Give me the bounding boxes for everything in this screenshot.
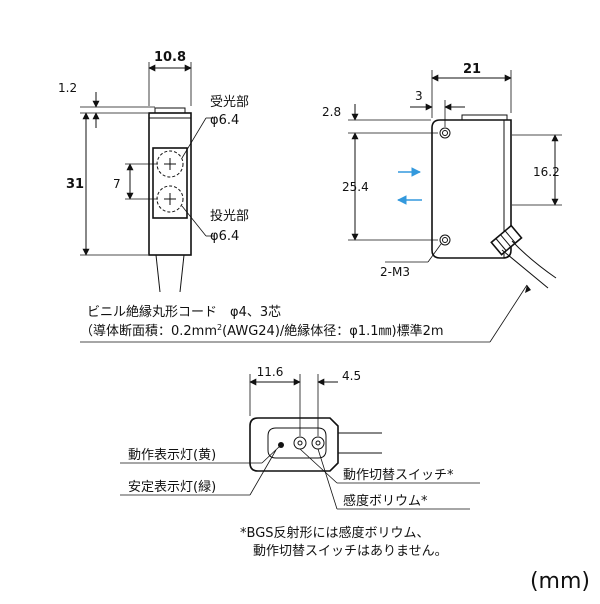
front-width-dim: 10.8: [154, 50, 186, 65]
side-hole-pitch-dim: 25.4: [342, 180, 369, 194]
front-cable-left: [155, 254, 161, 293]
receiver-diameter: φ6.4: [210, 113, 239, 128]
emitter-label: 投光部: [210, 208, 249, 224]
front-cable-right: [179, 254, 185, 293]
mounting-hole-top: [439, 127, 451, 139]
front-top-offset-dim: 1.2: [58, 81, 77, 95]
unit-label: (mm): [530, 569, 590, 594]
screw-label: 2-M3: [380, 265, 410, 279]
mounting-hole-bottom: [439, 234, 451, 246]
side-cable-top: [501, 249, 549, 289]
receiver-label: 受光部: [210, 95, 249, 110]
side-cable-bottom: [511, 240, 557, 279]
emitter-diameter: φ6.4: [210, 229, 239, 244]
cable-note-leader: [489, 284, 528, 343]
mode-switch-label: 動作切替スイッチ*: [343, 468, 454, 483]
top-panel: [267, 427, 327, 459]
side-optical-axis-dim: 16.2: [533, 165, 560, 179]
stability-indicator-label: 安定表示灯(緑): [128, 480, 216, 495]
cable-note-line1: ビニル絶縁丸形コード φ4、3芯: [87, 304, 281, 320]
footnote-line2: 動作切替スイッチはありません。: [253, 544, 448, 559]
front-view: 10.8 1.2 31 7 受光部 φ6.4 投光部 φ6.4: [58, 50, 249, 293]
side-depth-dim: 21: [463, 62, 481, 77]
top-dim-b: 4.5: [342, 369, 361, 383]
side-hole-y-dim: 2.8: [322, 105, 341, 119]
cable-note-line2: （導体断面積：0.2mm2(AWG24)/絶縁体径：φ1.1㎜)標準2m: [80, 323, 444, 339]
side-view: 21 3 2.8 25.4 16.2 2-M3: [322, 62, 562, 289]
operation-indicator-label: 動作表示灯(黄): [128, 448, 216, 463]
footnote-line1: *BGS反射形には感度ボリウム、: [240, 525, 430, 541]
top-view: 11.6 4.5 動作表示灯(黄) 安定表示灯(緑) 動作切替スイッチ* 感度ボ…: [120, 365, 480, 510]
sensitivity-knob-label: 感度ボリウム*: [343, 493, 428, 509]
side-cable-gland: [490, 224, 523, 256]
side-hole-x-dim: 3: [415, 89, 423, 103]
cable-note: ビニル絶縁丸形コード φ4、3芯 （導体断面積：0.2mm2(AWG24)/絶縁…: [80, 284, 531, 343]
front-lens-pitch-dim: 7: [113, 177, 121, 191]
front-top-cap: [154, 107, 186, 114]
side-top-ridge: [461, 114, 508, 121]
top-dim-a: 11.6: [257, 365, 284, 379]
front-height-dim: 31: [66, 177, 84, 192]
